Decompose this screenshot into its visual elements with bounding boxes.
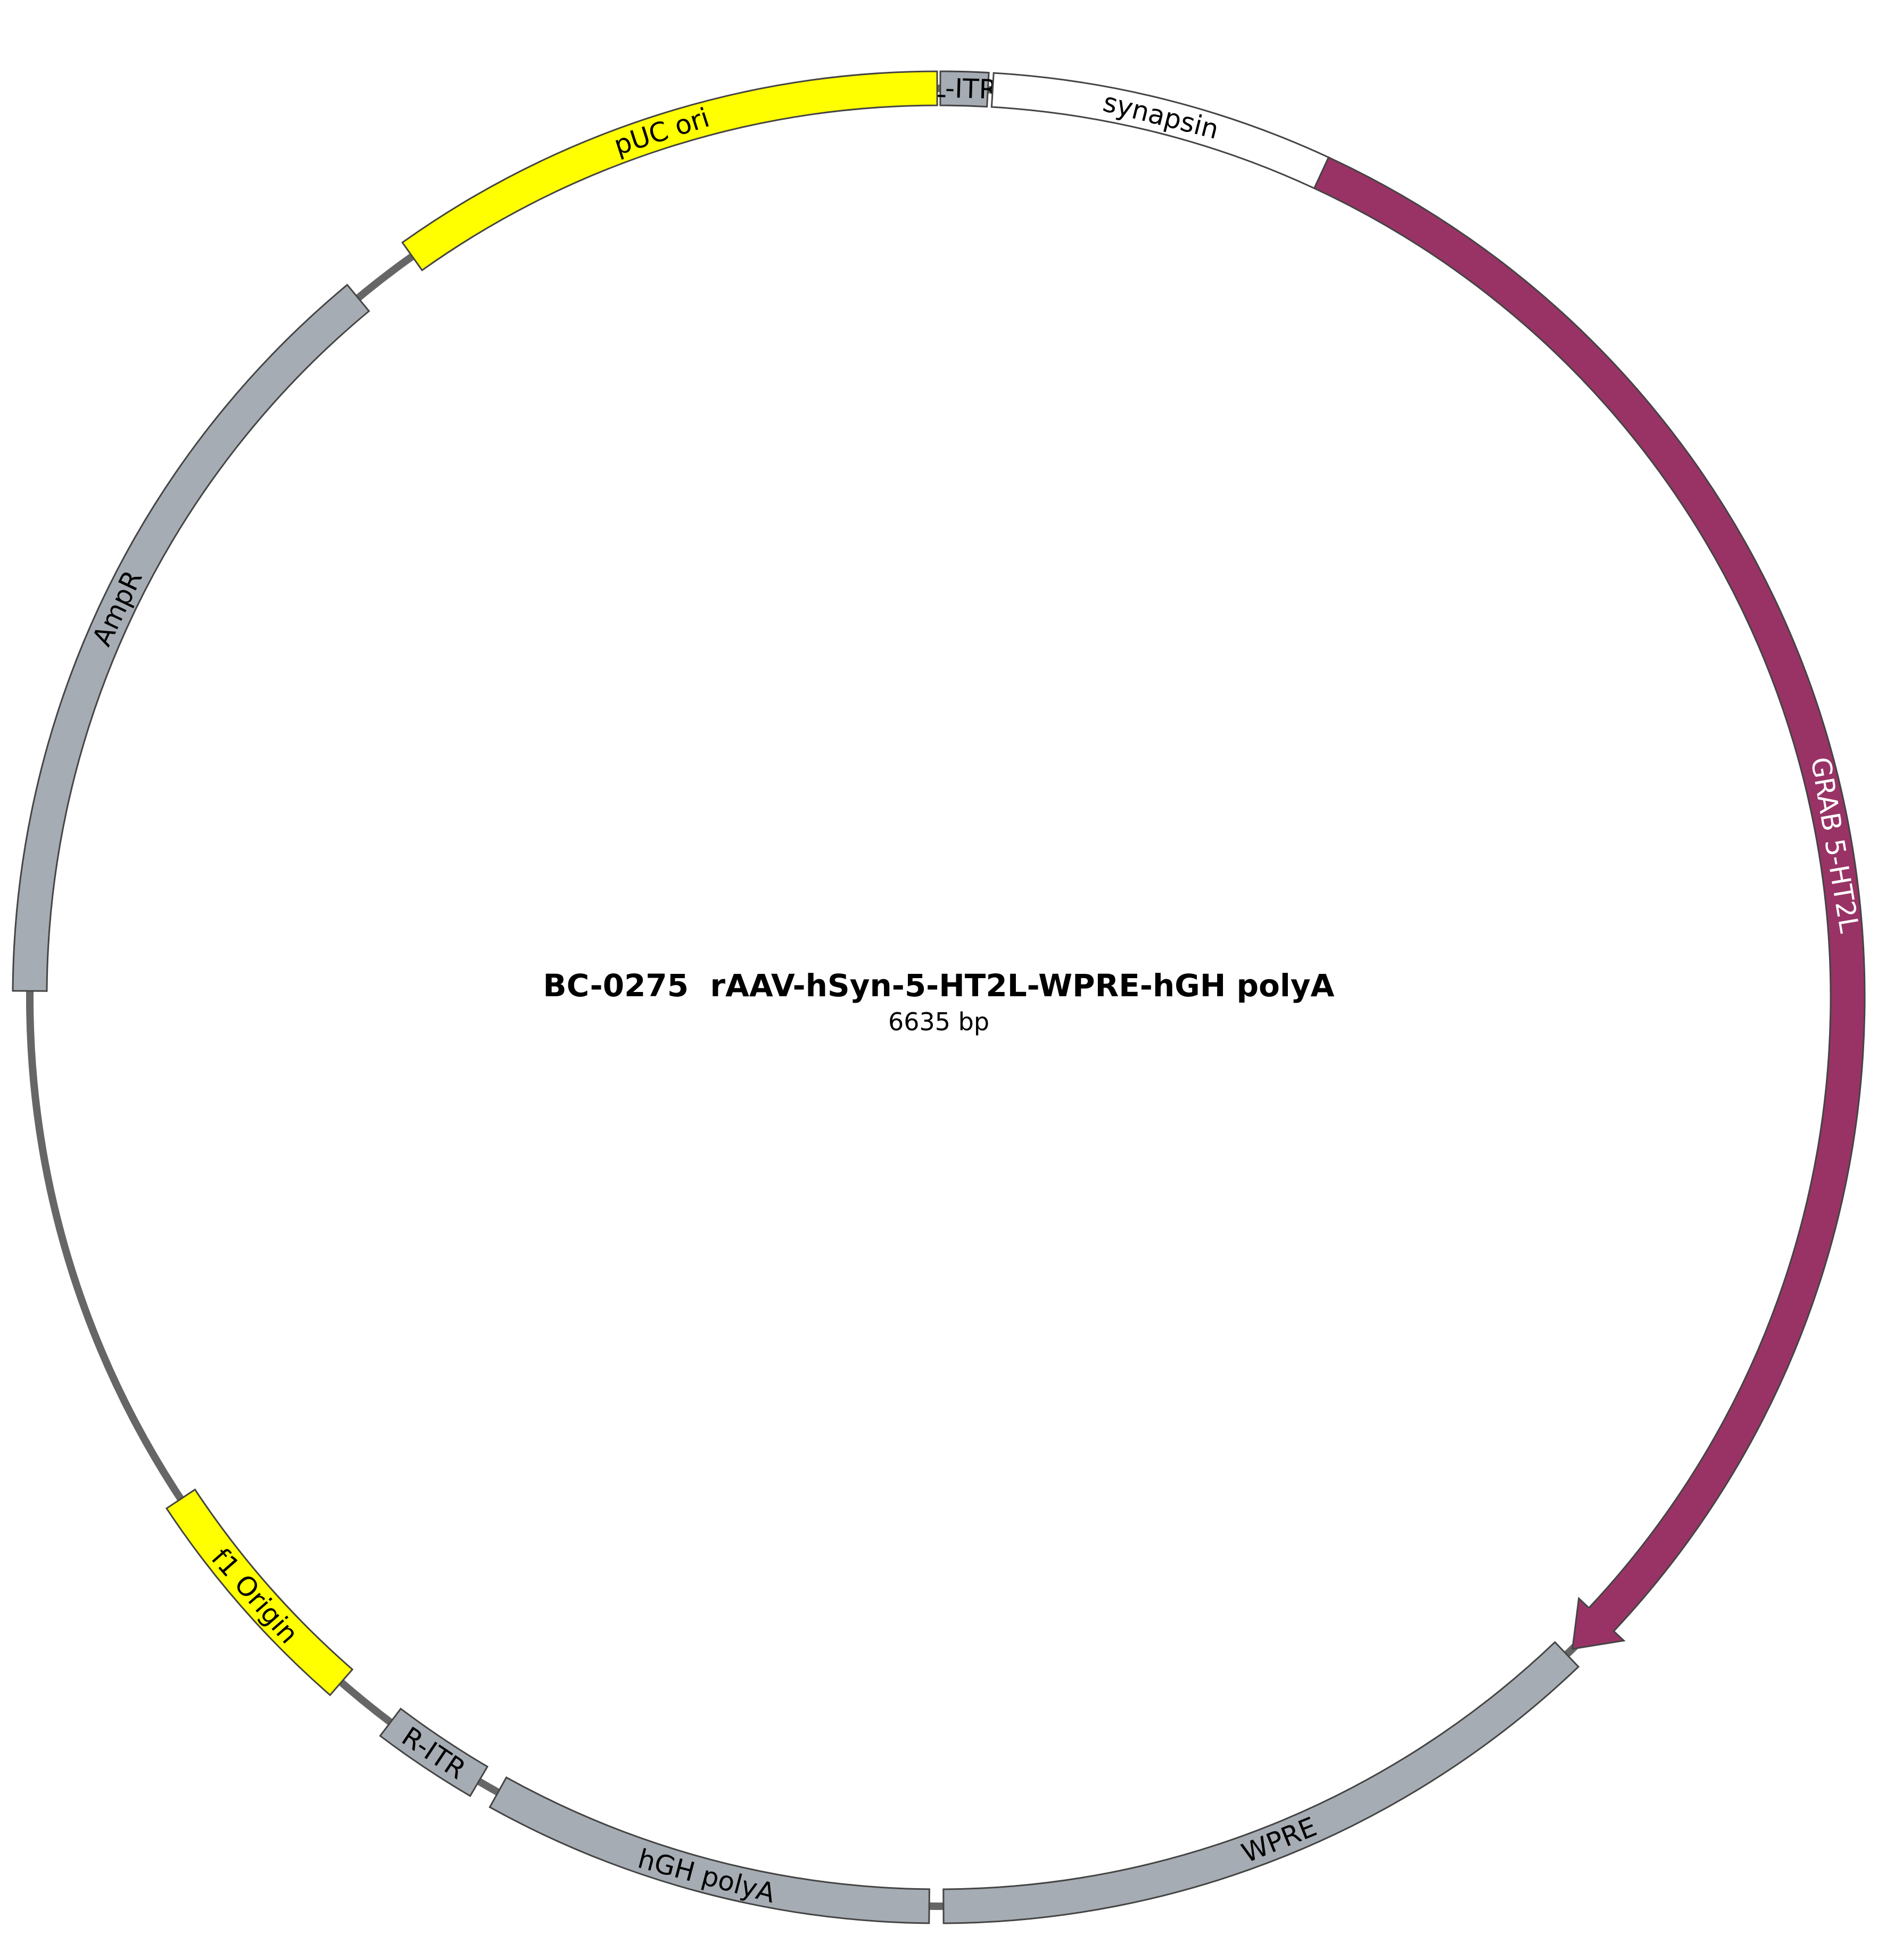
feature-L-ITR-shape	[939, 70, 990, 108]
feature-hgh-polya-shape	[489, 1776, 930, 1924]
feature-L-ITR: L-ITR	[930, 70, 998, 108]
feature-f1-origin-shape	[165, 1488, 354, 1697]
feature-puc-ori: pUC ori	[401, 70, 938, 271]
feature-puc-ori-label: pUC ori	[610, 102, 713, 161]
feature-puc-ori-shape	[401, 70, 938, 271]
feature-grab-5-ht2l-shape	[1313, 156, 1866, 1650]
feature-grab-5-ht2l: GRAB 5-HT2L	[1313, 156, 1866, 1650]
feature-ampr: AmpR	[12, 284, 370, 992]
feature-wpre-label: WPRE	[1237, 1811, 1321, 1868]
feature-wpre: WPRE	[942, 1641, 1580, 1924]
feature-r-itr-shape	[379, 1707, 489, 1797]
feature-f1-origin: f1 Origin	[165, 1488, 354, 1697]
feature-f1-origin-label: f1 Origin	[205, 1542, 304, 1649]
feature-ampr-shape	[12, 284, 370, 992]
plasmid-size: 6635 bp	[888, 1007, 989, 1036]
feature-L-ITR-label: L-ITR	[930, 72, 998, 105]
feature-synapsin-label: synapsin	[1100, 87, 1222, 145]
feature-wpre-shape	[942, 1641, 1580, 1924]
feature-grab-5-ht2l-label: GRAB 5-HT2L	[1805, 755, 1865, 935]
feature-ampr-label: AmpR	[86, 566, 148, 651]
feature-r-itr-label: R-ITR	[396, 1721, 471, 1785]
feature-r-itr: R-ITR	[379, 1707, 489, 1797]
feature-hgh-polya-label: hGH polyA	[635, 1843, 779, 1909]
feature-synapsin: synapsin	[990, 72, 1330, 189]
feature-hgh-polya: hGH polyA	[489, 1776, 930, 1924]
plasmid-title: BC-0275 rAAV-hSyn-5-HT2L-WPRE-hGH polyA	[543, 967, 1334, 1004]
